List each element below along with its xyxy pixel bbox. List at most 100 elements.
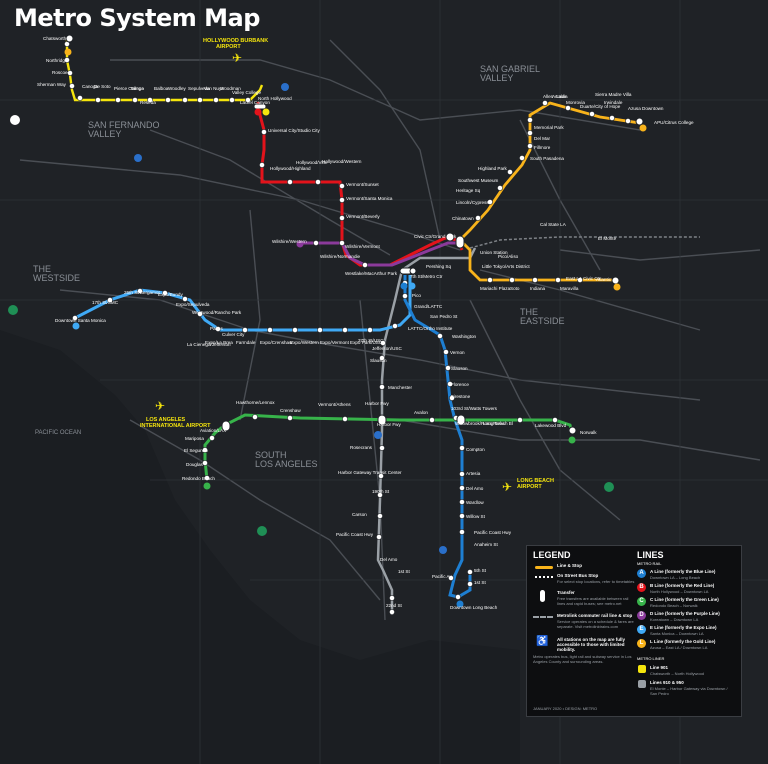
legend-item-sub: Service operates on a schedule & fares a… xyxy=(557,619,634,629)
station-label: Vermont/Santa Monica xyxy=(346,196,393,201)
metro-rail-heading: METRO RAIL xyxy=(637,561,662,566)
transfer-hub xyxy=(409,267,417,275)
station-dot xyxy=(542,100,548,106)
station-label: Hollywood/Highland xyxy=(270,166,311,171)
station-dot xyxy=(443,349,449,355)
station-label: East LA Civic Ctr xyxy=(566,276,601,281)
station-dot xyxy=(287,415,293,421)
station-dot xyxy=(447,381,453,387)
transfer-hub xyxy=(445,232,455,242)
station-dot xyxy=(565,105,571,111)
station-label: Indiana xyxy=(530,286,546,291)
station-label: Southwest Museum xyxy=(458,178,499,183)
station-label: Pacific Coast Hwy xyxy=(474,530,512,535)
station-dot xyxy=(552,417,558,423)
station-label: Balboa xyxy=(154,86,169,91)
station-label: Expo/Crenshaw xyxy=(260,340,293,345)
station-label: Carson xyxy=(352,512,367,517)
transfer-hub xyxy=(377,414,387,426)
transfer-icon xyxy=(540,590,545,602)
line-badge-a: A xyxy=(637,569,646,578)
station-label: North Hollywood xyxy=(258,96,292,101)
station-dot xyxy=(517,417,523,423)
station-label: Expo/Sepulveda xyxy=(176,302,210,307)
station-dot xyxy=(162,290,168,296)
station-label: Chinatown xyxy=(452,216,474,221)
station-label: Mariachi Plaza xyxy=(480,286,511,291)
station-label: El Monte xyxy=(598,236,617,241)
station-dot xyxy=(197,97,203,103)
station-dot xyxy=(362,262,368,268)
station-label: Firestone xyxy=(451,394,471,399)
station-label: Cal State LA xyxy=(540,222,567,227)
line-901-icon xyxy=(638,665,646,673)
station-dot xyxy=(261,129,267,135)
station-dot xyxy=(202,447,208,453)
station-dot xyxy=(527,130,533,136)
station-label: Pierce College xyxy=(114,86,144,91)
legend-item-label: All stations on the map are fully access… xyxy=(557,637,626,652)
station-dot xyxy=(487,199,493,205)
station-label: APU/Citrus College xyxy=(654,120,694,125)
badge-c xyxy=(568,436,576,444)
freeway-shield-icon xyxy=(604,482,614,492)
station-dot xyxy=(287,179,293,185)
station-label: 22nd St xyxy=(386,603,403,608)
station-label: Mariposa xyxy=(185,436,204,441)
station-dot xyxy=(445,365,451,371)
region-label: PACIFIC OCEAN xyxy=(35,430,81,436)
station-label: Redondo Beach xyxy=(182,476,215,481)
station-label: Lake xyxy=(556,94,566,99)
station-label: Pershing Sq xyxy=(426,264,451,269)
station-dot xyxy=(64,57,70,63)
station-label: Westwood/Rancho Park xyxy=(192,310,242,315)
station-label: Westlake/MacArthur Park xyxy=(345,271,398,276)
station-dot xyxy=(429,417,435,423)
liner-name: Lines 910 & 950 xyxy=(650,680,684,685)
station-label: Expo/Western xyxy=(290,340,319,345)
station-label: Highland Park xyxy=(478,166,508,171)
station-dot xyxy=(245,97,251,103)
station-dot xyxy=(389,609,395,615)
station-label: Wilshire/Normandie xyxy=(320,254,361,259)
station-dot xyxy=(229,97,235,103)
legend-item-sub: Free transfers are available between rai… xyxy=(557,596,629,606)
transfer-hub xyxy=(568,426,577,435)
plane-icon: ✈ xyxy=(502,480,512,494)
legend-footer: JANUARY 2020 • DESIGN: METRO xyxy=(533,706,598,711)
transfer-hub xyxy=(635,117,644,126)
badge-g xyxy=(262,108,270,116)
station-label: Jefferson/USC xyxy=(372,346,402,351)
station-dot xyxy=(137,288,143,294)
station-label: Del Mar xyxy=(534,136,551,141)
line-badge-e: E xyxy=(637,625,646,634)
station-dot xyxy=(377,492,383,498)
transfer-hub xyxy=(611,276,620,285)
freeway-shield-icon xyxy=(257,526,267,536)
badge-a xyxy=(400,282,408,290)
bus-stop-icon xyxy=(535,576,553,580)
station-dot xyxy=(459,485,465,491)
station-label: Del Amo xyxy=(380,557,398,562)
legend-heading: LEGEND xyxy=(533,550,571,560)
plane-icon: ✈ xyxy=(232,51,242,65)
station-dot xyxy=(313,240,319,246)
station-label: LATTC/Ortho Institute xyxy=(408,326,453,331)
station-dot xyxy=(376,534,382,540)
station-dot xyxy=(379,384,385,390)
station-dot xyxy=(589,111,595,117)
badge-a xyxy=(456,600,464,608)
station-dot xyxy=(449,395,455,401)
station-dot xyxy=(182,97,188,103)
station-dot xyxy=(77,95,83,101)
line-route: Redondo Beach – Norwalk xyxy=(650,603,698,608)
line-name: D Line (formerly the Purple Line) xyxy=(650,611,720,616)
station-dot xyxy=(213,97,219,103)
station-dot xyxy=(367,327,373,333)
station-dot xyxy=(339,183,345,189)
